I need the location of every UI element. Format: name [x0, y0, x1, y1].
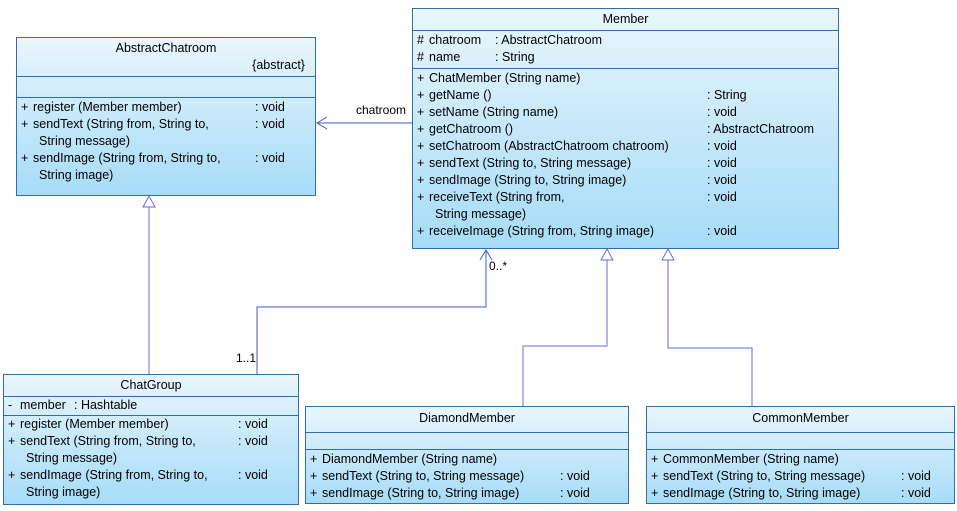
operation: +sendText (String to, String message): v…: [651, 469, 931, 483]
class-name: Member: [602, 12, 649, 26]
multiplicity-label-one: 1..1: [236, 351, 257, 365]
role-label-chatroom: chatroom: [356, 103, 407, 117]
class-name: DiamondMember: [419, 411, 515, 425]
operation: +sendImage (String from, String to,: voi…: [8, 468, 268, 482]
association-member: [256, 249, 493, 374]
attribute: #chatroom: AbstractChatroom: [417, 33, 602, 47]
class-stereotype: {abstract}: [252, 58, 305, 72]
operation: +getName (): String: [417, 88, 747, 102]
attributes-compartment: [306, 433, 628, 450]
attributes-compartment: #chatroom: AbstractChatroom #name: Strin…: [413, 31, 838, 69]
class-header: AbstractChatroom {abstract}: [17, 38, 315, 77]
class-diamond-member[interactable]: DiamondMember +DiamondMember (String nam…: [305, 406, 629, 504]
multiplicity-label-many: 0..*: [489, 259, 508, 273]
operation: +sendImage (String to, String image): vo…: [310, 486, 590, 500]
operation: +receiveText (String from,: void: [417, 190, 737, 204]
operation: +receiveImage (String from, String image…: [417, 224, 737, 238]
attribute: -member: Hashtable: [8, 398, 138, 412]
operation-continued: String image): [39, 168, 114, 182]
class-name: CommonMember: [752, 411, 849, 425]
generalization-diamondmember: [522, 247, 614, 406]
class-header: DiamondMember: [306, 407, 628, 433]
class-chat-group[interactable]: ChatGroup -member: Hashtable +register (…: [3, 374, 299, 505]
class-header: CommonMember: [647, 407, 954, 433]
association-chatroom: [316, 116, 413, 130]
class-header: Member: [413, 9, 838, 31]
generalization-commonmember: [661, 247, 753, 406]
operation: +ChatMember (String name): [417, 71, 581, 85]
operation: +register (Member member): void: [8, 417, 268, 431]
operation: +CommonMember (String name): [651, 452, 839, 466]
class-abstract-chatroom[interactable]: AbstractChatroom {abstract} +register (M…: [16, 37, 316, 196]
operation: +DiamondMember (String name): [310, 452, 498, 466]
operation: +getChatroom (): AbstractChatroom: [417, 122, 814, 136]
operation: +sendText (String to, String message): v…: [417, 156, 737, 170]
attribute: #name: String: [417, 50, 535, 64]
class-member[interactable]: Member #chatroom: AbstractChatroom #name…: [412, 8, 839, 249]
operations-compartment: +ChatMember (String name) +getName (): S…: [413, 69, 838, 242]
operation: +setChatroom (AbstractChatroom chatroom)…: [417, 139, 737, 153]
operation: +register (Member member): void: [21, 100, 285, 114]
class-header: ChatGroup: [4, 375, 298, 397]
attributes-compartment: [17, 77, 315, 98]
operations-compartment: +register (Member member): void +sendTex…: [17, 98, 315, 186]
class-name: AbstractChatroom: [115, 41, 217, 55]
operation: +sendImage (String from, String to,: voi…: [21, 151, 285, 165]
attributes-compartment: [647, 433, 954, 450]
operation: +sendImage (String to, String image): vo…: [651, 486, 931, 500]
class-common-member[interactable]: CommonMember +CommonMember (String name)…: [646, 406, 955, 504]
attributes-compartment: -member: Hashtable: [4, 397, 298, 416]
operations-compartment: +CommonMember (String name) +sendText (S…: [647, 450, 954, 504]
operations-compartment: +register (Member member): void +sendTex…: [4, 416, 298, 503]
operation: +sendImage (String to, String image): vo…: [417, 173, 737, 187]
operation: +sendText (String from, String to,: void: [21, 117, 285, 131]
operations-compartment: +DiamondMember (String name) +sendText (…: [306, 450, 628, 504]
operation: +setName (String name): void: [417, 105, 737, 119]
class-name: ChatGroup: [120, 378, 182, 392]
operation-continued: String image): [26, 485, 101, 499]
operation: +sendText (String from, String to,: void: [8, 434, 268, 448]
operation-continued: String message): [26, 451, 118, 465]
generalization-chatgroup: [142, 194, 156, 374]
operation-continued: String message): [435, 207, 527, 221]
operation: +sendText (String to, String message): v…: [310, 469, 590, 483]
operation-continued: String message): [39, 134, 131, 148]
